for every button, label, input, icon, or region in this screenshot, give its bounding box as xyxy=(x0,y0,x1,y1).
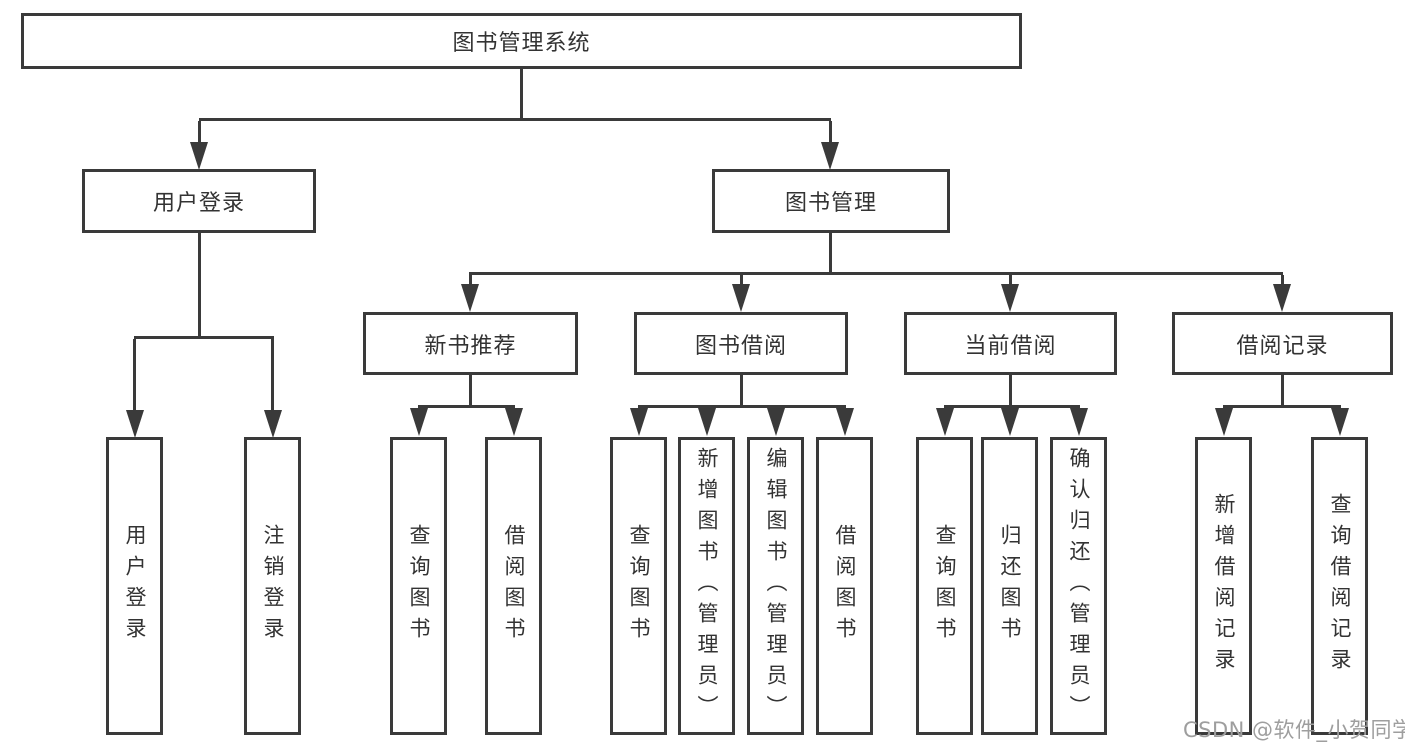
connector-current-borrow-splitter xyxy=(944,405,1080,408)
connector-book-management-down xyxy=(829,233,832,274)
leaf-user-login: 用户登录 xyxy=(106,437,163,735)
connector-borrow-records-splitter xyxy=(1223,405,1341,408)
connector-drop-current-borrow xyxy=(1009,275,1012,287)
arrow-down-icon xyxy=(821,142,839,170)
node-book-management: 图书管理 xyxy=(712,169,950,233)
leaf-add-book-admin: 新增图书（管理员） xyxy=(678,437,735,735)
arrow-down-icon xyxy=(698,408,716,436)
node-borrowing-records: 借阅记录 xyxy=(1172,312,1393,375)
arrow-down-icon xyxy=(1001,408,1019,436)
leaf-add-borrow-record: 新增借阅记录 xyxy=(1195,437,1252,735)
arrow-down-icon xyxy=(1273,284,1291,312)
node-new-book-recommendation: 新书推荐 xyxy=(363,312,578,375)
connector-new-book-down xyxy=(469,375,472,408)
arrow-down-icon xyxy=(732,284,750,312)
arrow-down-icon xyxy=(936,408,954,436)
arrow-down-icon xyxy=(126,410,144,438)
connector-current-borrow-down xyxy=(1009,375,1012,408)
leaf-query-books-recommend: 查询图书 xyxy=(390,437,447,735)
leaf-query-books-borrow: 查询图书 xyxy=(610,437,667,735)
connector-drop-leaf-logout xyxy=(271,339,274,412)
connector-root-trunk xyxy=(520,69,523,121)
leaf-confirm-return-admin: 确认归还（管理员） xyxy=(1050,437,1107,735)
connector-user-login-splitter xyxy=(134,336,274,339)
arrow-down-icon xyxy=(630,408,648,436)
connector-book-borrow-down xyxy=(740,375,743,408)
arrow-down-icon xyxy=(1001,284,1019,312)
connector-drop-borrow-records xyxy=(1281,275,1284,287)
leaf-borrow-books: 借阅图书 xyxy=(816,437,873,735)
leaf-query-borrow-record: 查询借阅记录 xyxy=(1311,437,1368,735)
arrow-down-icon xyxy=(1215,408,1233,436)
arrow-down-icon xyxy=(505,408,523,436)
connector-drop-leaf-user-login xyxy=(133,339,136,412)
arrow-down-icon xyxy=(461,284,479,312)
connector-user-login-down xyxy=(198,233,201,338)
leaf-edit-book-admin: 编辑图书（管理员） xyxy=(747,437,804,735)
connector-drop-new-book xyxy=(469,275,472,287)
node-current-borrowing: 当前借阅 xyxy=(904,312,1117,375)
watermark: CSDN @软件_小贺同学 xyxy=(1183,718,1405,742)
arrow-down-icon xyxy=(1331,408,1349,436)
arrow-down-icon xyxy=(836,408,854,436)
connector-level2-splitter xyxy=(469,272,1283,275)
connector-drop-book-management xyxy=(829,121,832,145)
connector-borrow-records-down xyxy=(1281,375,1284,408)
connector-level1-splitter xyxy=(199,118,831,121)
connector-book-borrow-splitter xyxy=(638,405,846,408)
arrow-down-icon xyxy=(767,408,785,436)
connector-new-book-splitter xyxy=(418,405,515,408)
node-book-borrowing: 图书借阅 xyxy=(634,312,848,375)
leaf-borrow-books-recommend: 借阅图书 xyxy=(485,437,542,735)
arrow-down-icon xyxy=(1070,408,1088,436)
arrow-down-icon xyxy=(190,142,208,170)
node-library-management-system: 图书管理系统 xyxy=(21,13,1022,69)
leaf-query-books-current: 查询图书 xyxy=(916,437,973,735)
connector-drop-book-borrow xyxy=(740,275,743,287)
leaf-return-books: 归还图书 xyxy=(981,437,1038,735)
node-user-login: 用户登录 xyxy=(82,169,316,233)
arrow-down-icon xyxy=(410,408,428,436)
connector-drop-user-login xyxy=(198,121,201,145)
leaf-logout: 注销登录 xyxy=(244,437,301,735)
arrow-down-icon xyxy=(264,410,282,438)
